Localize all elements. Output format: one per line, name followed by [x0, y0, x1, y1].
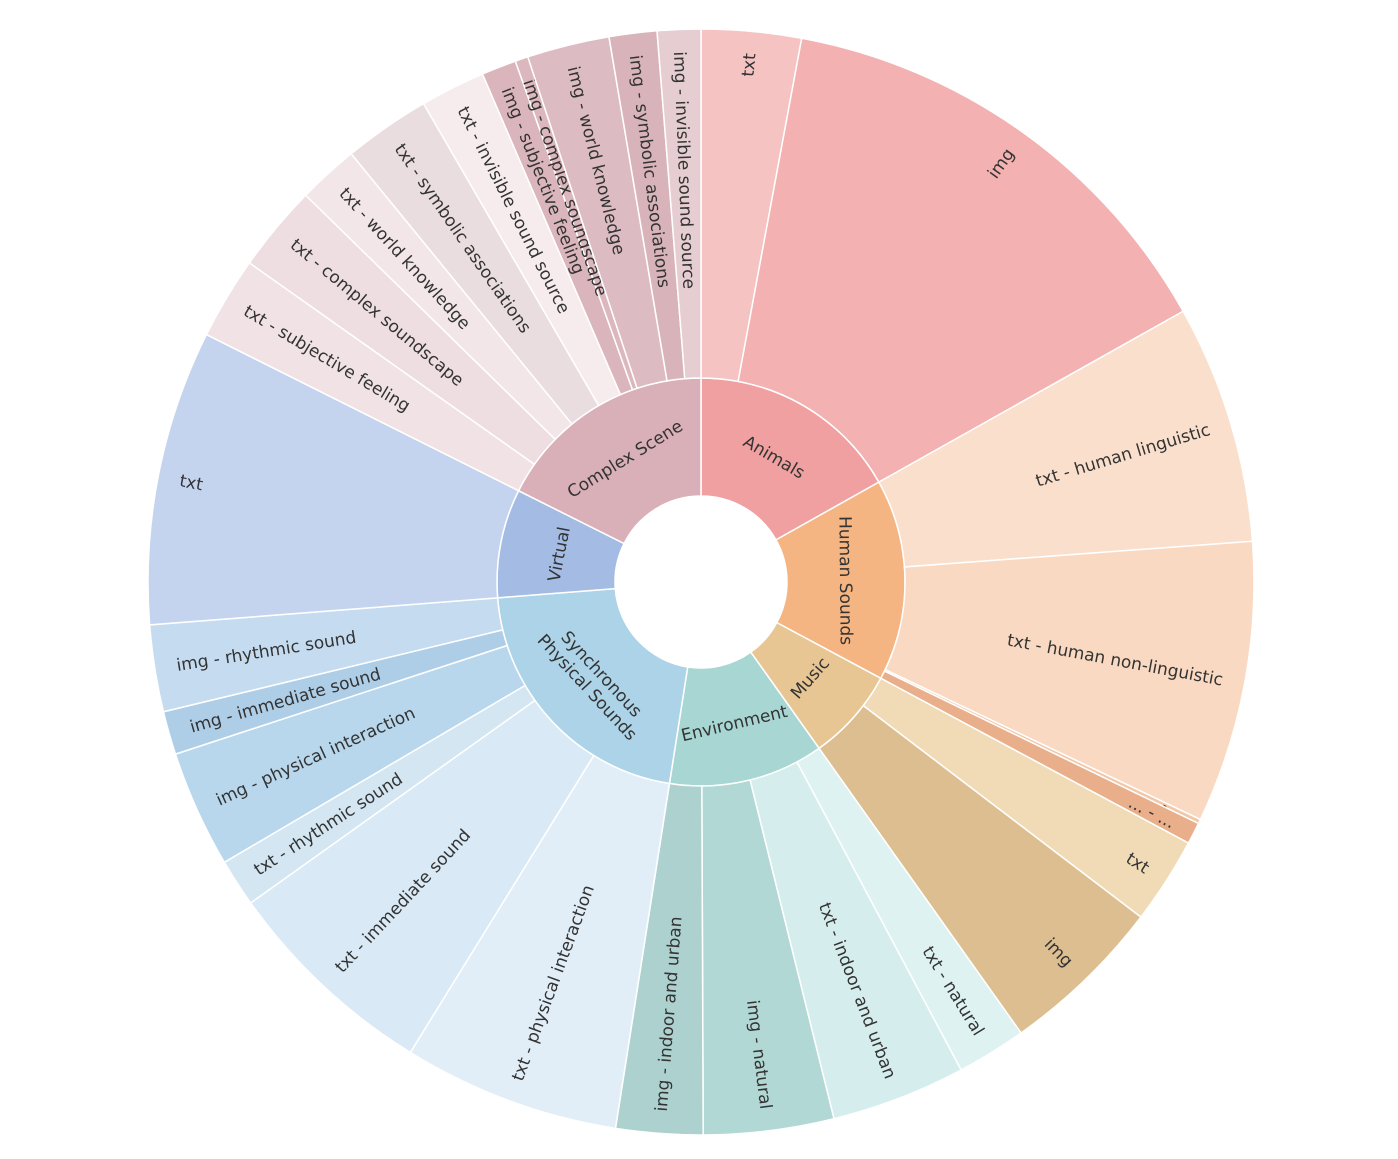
slice-synchronous-physical-sounds-txt-immediate-sound[interactable] — [249, 699, 595, 1054]
slice-virtual-txt[interactable] — [147, 333, 520, 626]
slice-label-animals-txt: txt — [738, 52, 760, 77]
slice-synchronous-physical-sounds-txt-physical-interaction[interactable] — [409, 754, 671, 1130]
slice-label-virtual-txt: txt — [178, 471, 205, 495]
slice-human-sounds-txt-human-linguistic[interactable] — [877, 310, 1254, 568]
slice-complex-scene-img-invisible-sound-source[interactable] — [656, 28, 702, 380]
slice-animals-img[interactable] — [737, 37, 1185, 484]
slice-human-sounds-txt-human-non-linguistic[interactable] — [884, 540, 1255, 821]
sector-label-human-sounds: Human Sounds — [834, 516, 855, 645]
